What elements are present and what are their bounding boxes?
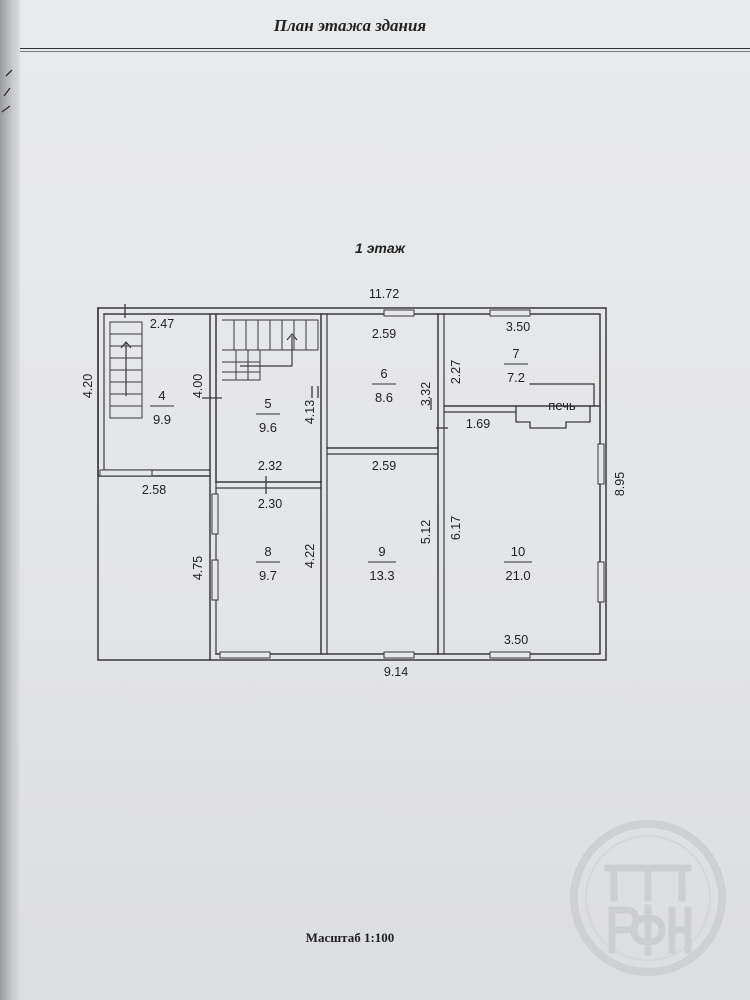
- room4-wall: [97, 307, 211, 477]
- header-rule: [20, 48, 750, 52]
- dim-room4-height: 4.00: [191, 374, 205, 398]
- stove-outline: [515, 405, 591, 429]
- room-labels: 4 9.9 5 9.6 6 8.6 7 7.2 8 9.7 9 13.3 10 …: [150, 346, 576, 583]
- room-4-area: 9.9: [153, 412, 171, 427]
- room-5-number: 5: [264, 396, 271, 411]
- dim-room8-height: 4.22: [303, 544, 317, 568]
- dim-room8-outer-height: 4.75: [191, 556, 205, 580]
- dim-room6-height: 3.32: [419, 382, 433, 406]
- room-9-area: 13.3: [369, 568, 394, 583]
- scale-label: Масштаб 1:100: [305, 930, 395, 945]
- room-4-number: 4: [158, 388, 165, 403]
- dim-room4-width: 2.47: [150, 317, 174, 331]
- room-10-number: 10: [511, 544, 525, 559]
- room-9-number: 9: [378, 544, 385, 559]
- watermark-seal-icon: [570, 820, 726, 976]
- stove-label: печь: [548, 398, 576, 413]
- stairs-room5: [222, 319, 319, 381]
- window-room10-upper: [597, 443, 605, 485]
- window-room4-bottom: [99, 469, 153, 477]
- north-arrow-icon: [1, 69, 13, 113]
- dim-room10-height: 6.17: [449, 516, 463, 540]
- dim-room7-width: 3.50: [506, 320, 530, 334]
- window-room8-left-lower: [211, 559, 219, 601]
- dim-overall-top: 11.72: [369, 287, 399, 301]
- window-room9: [383, 651, 415, 659]
- dim-overall-right: 8.95: [613, 472, 627, 496]
- stove-top: [529, 383, 595, 407]
- room-6-area: 8.6: [375, 390, 393, 405]
- dim-left-height: 4.20: [81, 374, 95, 398]
- dim-room8-width: 2.30: [258, 497, 282, 511]
- window-room10-lower: [597, 561, 605, 603]
- walls: [97, 307, 607, 661]
- dim-overall-bottom: 9.14: [384, 665, 408, 679]
- dim-room4-bottom: 2.58: [142, 483, 166, 497]
- outer-wall-inner-line: [103, 313, 601, 655]
- windows: [99, 309, 605, 659]
- room-5-area: 9.6: [259, 420, 277, 435]
- stairs-room4: [109, 321, 143, 419]
- dim-room6-width: 2.59: [372, 327, 396, 341]
- dim-room5-height: 4.13: [303, 400, 317, 424]
- window-room8-left-upper: [211, 493, 219, 535]
- door-5-6: [311, 386, 319, 398]
- window-room10-bottom: [489, 651, 531, 659]
- room-7-number: 7: [512, 346, 519, 361]
- dim-room10-bottom: 3.50: [504, 633, 528, 647]
- room-10-area: 21.0: [505, 568, 530, 583]
- page-title: План этажа здания: [273, 16, 427, 35]
- dim-room9-height: 5.12: [419, 520, 433, 544]
- dim-room10-top: 1.69: [466, 417, 490, 431]
- dim-room5-bottom: 2.32: [258, 459, 282, 473]
- room-7-area: 7.2: [507, 370, 525, 385]
- doors: [124, 304, 448, 494]
- dimension-labels: 11.72 9.14 8.95 4.20 2.47 2.58 4.00 2.32…: [81, 287, 627, 679]
- window-room8-bottom: [219, 651, 271, 659]
- window-room7: [489, 309, 531, 317]
- floor-label: 1 этаж: [355, 240, 405, 256]
- room-8-area: 9.7: [259, 568, 277, 583]
- room-8-number: 8: [264, 544, 271, 559]
- dim-room9-width: 2.59: [372, 459, 396, 473]
- window-room6: [383, 309, 415, 317]
- binding-edge: [0, 0, 20, 1000]
- dim-room7-height: 2.27: [449, 360, 463, 384]
- outer-wall: [97, 307, 607, 661]
- room-6-number: 6: [380, 366, 387, 381]
